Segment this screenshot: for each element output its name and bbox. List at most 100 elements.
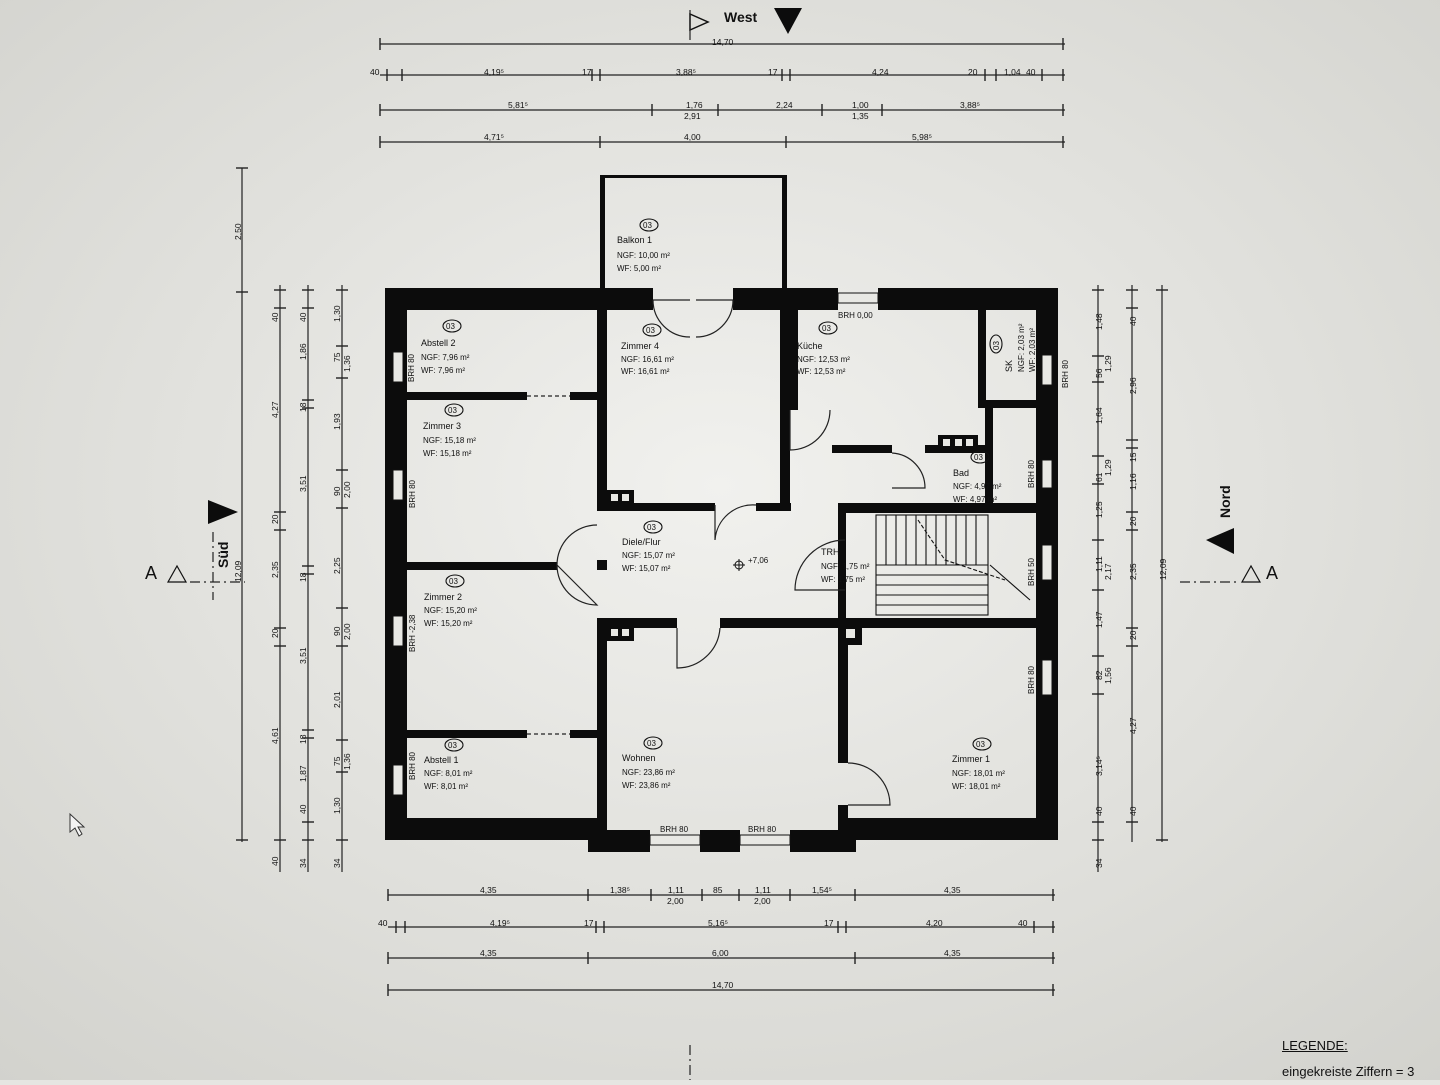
brh-kueche: BRH 0,00 xyxy=(838,311,873,320)
dim-r1-10: 82 xyxy=(1094,670,1104,680)
brh-zimmer2: BRH -2,38 xyxy=(408,614,417,652)
dim-r1-9: 1,47 xyxy=(1094,611,1104,628)
section-right-label: A xyxy=(1266,563,1278,583)
dim-r1-1: 56 xyxy=(1094,368,1104,378)
dim-r2-7: 4,27 xyxy=(1128,717,1138,734)
dim-r1-3: 1,64 xyxy=(1094,407,1104,424)
dim-r1-14: 34 xyxy=(1094,858,1104,868)
dim-t2-5: 4,24 xyxy=(872,67,889,77)
dim-l3-9: 34 xyxy=(298,858,308,868)
dim-b2-6: 40 xyxy=(1018,918,1028,928)
dim-l4-2: 1,36 xyxy=(342,355,352,372)
sued-marker: Süd xyxy=(208,500,238,600)
dim-b2-0: 40 xyxy=(378,918,388,928)
room-wf: WF: 12,53 m² xyxy=(797,367,846,376)
sued-arrow-icon xyxy=(208,500,238,524)
dim-l4-10: 75 xyxy=(332,756,342,766)
dim-l4-12: 1,30 xyxy=(332,797,342,814)
room-num: 03 xyxy=(448,741,457,750)
dim-b1-5: 1,11 xyxy=(755,885,771,895)
brh-abstell1: BRH 80 xyxy=(408,751,417,780)
dim-b4-0: 14,70 xyxy=(712,980,734,990)
dim-l2-3: 2,35 xyxy=(270,561,280,578)
dim-r1-13: 40 xyxy=(1094,806,1104,816)
mouse-cursor-icon xyxy=(69,812,86,837)
room-num: 03 xyxy=(992,341,1001,350)
dim-l4-9: 2,01 xyxy=(332,691,342,708)
dim-l4-0: 1,30 xyxy=(332,305,342,322)
room-ngf: NGF: 18,01 m² xyxy=(952,769,1005,778)
dim-r2-6: 20 xyxy=(1128,630,1138,640)
room-num: 03 xyxy=(646,326,655,335)
brh-abstell2: BRH 80 xyxy=(407,353,416,382)
dim-l3-0: 40 xyxy=(298,312,308,322)
room-num: 03 xyxy=(446,322,455,331)
room-ngf: NGF: 8,01 m² xyxy=(424,769,473,778)
room-zimmer4: 03 Zimmer 4 NGF: 16,61 m² WF: 16,61 m² xyxy=(621,323,674,376)
level-marker: +7,06 xyxy=(733,556,769,571)
dim-l4-4: 90 xyxy=(332,486,342,496)
dim-t4-2: 5,98⁵ xyxy=(912,132,932,142)
room-name: TRH xyxy=(821,547,840,557)
dim-b2-4: 17 xyxy=(824,918,834,928)
brh-stair: BRH 50 xyxy=(1027,557,1036,586)
dim-b3-2: 4,35 xyxy=(944,948,961,958)
dim-b3-0: 4,35 xyxy=(480,948,497,958)
room-name: SK xyxy=(1004,360,1014,372)
dim-r2-0: 40 xyxy=(1128,316,1138,326)
room-ngf: NGF: 7,96 m² xyxy=(421,353,470,362)
bottom-dimension-chains: 4,35 1,38⁵ 1,11 2,00 85 1,11 2,00 1,54⁵ … xyxy=(378,885,1055,996)
dim-l4-5: 2,00 xyxy=(342,481,352,498)
dim-b3-1: 6,00 xyxy=(712,948,729,958)
dim-l4-3: 1,93 xyxy=(332,413,342,430)
dim-r1-8: 2,17 xyxy=(1103,563,1113,580)
legend-title: LEGENDE: xyxy=(1282,1038,1348,1053)
dim-b1-0: 4,35 xyxy=(480,885,497,895)
room-ngf: NGF: 12,53 m² xyxy=(797,355,850,364)
dim-r2-5: 2,35 xyxy=(1128,563,1138,580)
dim-l4-7: 90 xyxy=(332,626,342,636)
sued-label: Süd xyxy=(215,542,231,568)
dim-r1-11: 1,56 xyxy=(1103,667,1113,684)
room-num: 03 xyxy=(974,453,983,462)
room-wf: WF: 5,00 m² xyxy=(617,264,661,273)
dim-r2-3: 1,16 xyxy=(1128,473,1138,490)
dim-l4-1: 75 xyxy=(332,352,342,362)
brh-labels: BRH 0,00 BRH 80 BRH 80 BRH -2,38 BRH 80 … xyxy=(407,311,1070,834)
room-wf: WF: 15,07 m² xyxy=(622,564,671,573)
dim-r1-6: 1,25 xyxy=(1094,501,1104,518)
dim-b1-3: 2,00 xyxy=(667,896,684,906)
room-name: Abstell 2 xyxy=(421,338,456,348)
dim-r1-7: 1,11 xyxy=(1094,556,1104,572)
dim-r1-4: 61 xyxy=(1094,472,1104,482)
room-wf: WF: 4,97 m² xyxy=(953,495,997,504)
dim-l3-8: 40 xyxy=(298,804,308,814)
room-wf: WF: 16,61 m² xyxy=(621,367,670,376)
section-left-triangle-icon xyxy=(166,564,188,583)
room-trh: TRH NGF: 1,75 m² WF: 1,75 m² xyxy=(821,547,870,584)
dim-l3-3: 3,51 xyxy=(298,475,308,492)
room-wohnen: 03 Wohnen NGF: 23,86 m² WF: 23,86 m² xyxy=(622,736,675,790)
dim-l1-0: 2,50 xyxy=(233,223,243,240)
room-name: Balkon 1 xyxy=(617,235,652,245)
nord-arrow-icon xyxy=(1206,528,1234,554)
room-name: Zimmer 2 xyxy=(424,592,462,602)
room-wf: WF: 15,20 m² xyxy=(424,619,473,628)
room-abstell2: 03 Abstell 2 NGF: 7,96 m² WF: 7,96 m² xyxy=(421,319,470,375)
room-name: Abstell 1 xyxy=(424,755,459,765)
dim-l4-6: 2,25 xyxy=(332,557,342,574)
room-name: Wohnen xyxy=(622,753,655,763)
room-name: Zimmer 4 xyxy=(621,341,659,351)
dim-l4-8: 2,00 xyxy=(342,623,352,640)
room-wf: WF: 1,75 m² xyxy=(821,575,865,584)
dim-t3-0: 5,81⁵ xyxy=(508,100,528,110)
room-zimmer1: 03 Zimmer 1 NGF: 18,01 m² WF: 18,01 m² xyxy=(952,737,1005,791)
room-wf: WF: 8,01 m² xyxy=(424,782,468,791)
dim-t3-4: 1,00 xyxy=(852,100,869,110)
dim-t2-4: 17 xyxy=(768,67,778,77)
right-dimension-chains: 1,48 56 1,29 1,64 61 1,29 1,25 1,11 2,17… xyxy=(1092,285,1168,872)
room-kueche: 03 Küche NGF: 12,53 m² WF: 12,53 m² xyxy=(797,321,850,376)
dim-b2-2: 17 xyxy=(584,918,594,928)
dim-r1-12: 3,14⁵ xyxy=(1094,756,1104,776)
